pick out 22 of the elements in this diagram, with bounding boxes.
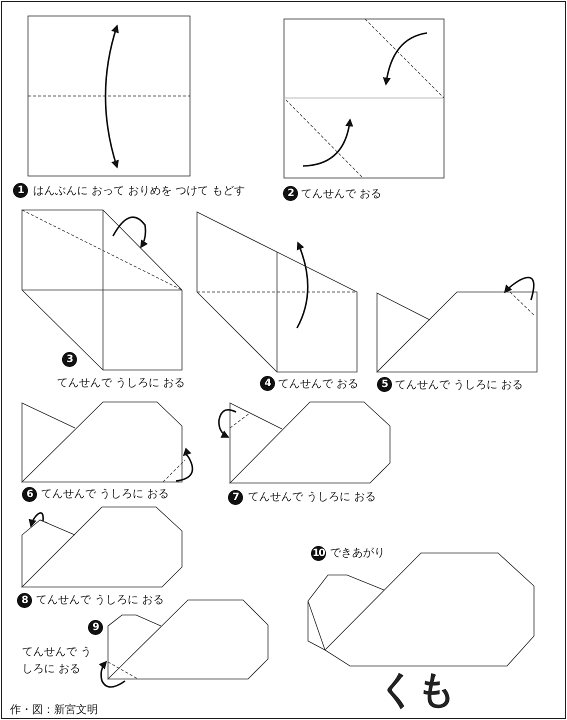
step-number: 10 bbox=[311, 546, 326, 561]
step-instruction: てんせんで うしろに おる bbox=[22, 644, 92, 677]
step-number: 2 bbox=[283, 186, 298, 201]
step-number: 7 bbox=[228, 490, 243, 505]
step-number: 3 bbox=[62, 352, 77, 367]
step-instruction: てんせんで うしろに おる bbox=[36, 592, 164, 608]
step-instruction: てんせんで うしろに おる bbox=[395, 377, 523, 393]
step-instruction: てんせんで おる bbox=[301, 186, 382, 202]
step-instruction: てんせんで うしろに おる bbox=[57, 375, 185, 391]
step-instruction: てんせんで うしろに おる bbox=[248, 489, 376, 505]
step-instruction: はんぶんに おって おりめを つけて もどす bbox=[33, 183, 245, 199]
step-instruction: できあがり bbox=[330, 545, 385, 561]
step-number: 1 bbox=[13, 183, 28, 198]
step-instruction: てんせんで おる bbox=[278, 376, 358, 392]
step-number: 8 bbox=[17, 593, 32, 608]
diagram-title: くも bbox=[378, 670, 456, 708]
step-instruction: てんせんで うしろに おる bbox=[41, 486, 169, 502]
step-number: 4 bbox=[260, 376, 275, 391]
step-number: 6 bbox=[22, 487, 37, 502]
step-number: 9 bbox=[88, 620, 103, 635]
author-credit: 作・図：新宮文明 bbox=[10, 702, 98, 718]
step-number: 5 bbox=[377, 377, 392, 392]
